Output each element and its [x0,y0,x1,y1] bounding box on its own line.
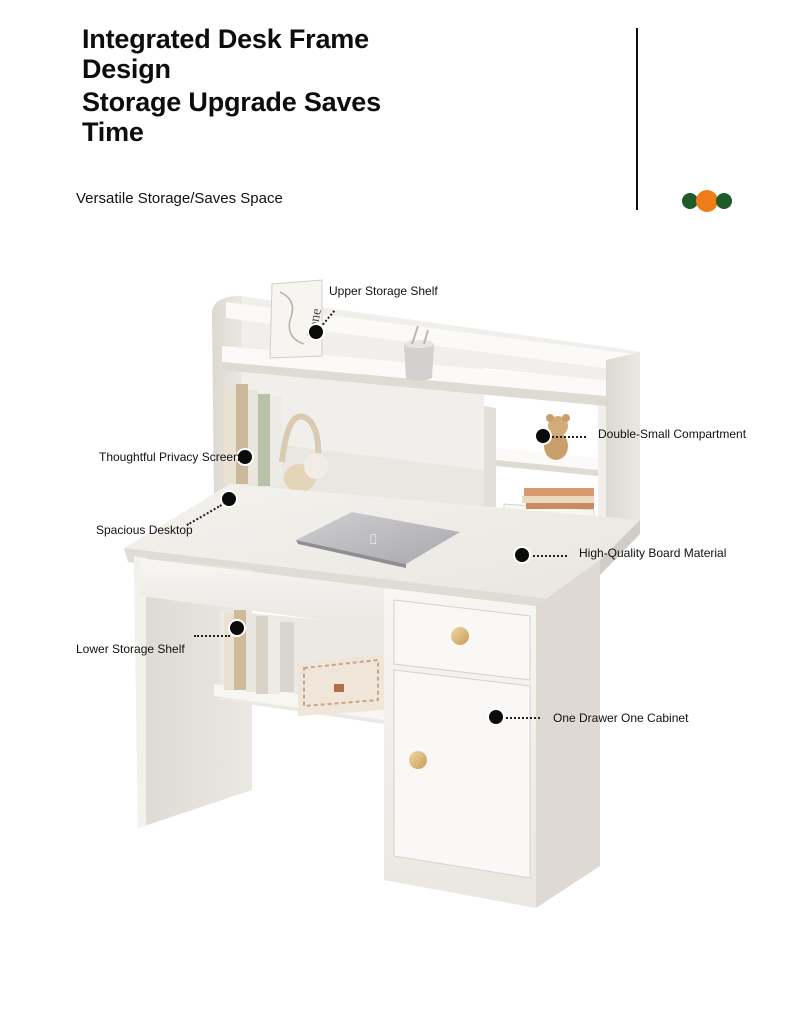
callout-thoughtful-privacy-screen: Thoughtful Privacy Screen [99,450,240,464]
cabinet-knob [409,751,427,769]
hotspot-board-material[interactable] [515,548,529,562]
leader-board-material [533,555,567,557]
hotspot-drawer-cabinet[interactable] [489,710,503,724]
callout-high-quality-board-material: High-Quality Board Material [579,546,727,560]
callout-double-small-compartment: Double-Small Compartment [598,427,747,441]
divider-line [636,28,638,210]
subtitle: Versatile Storage/Saves Space [76,190,283,207]
drawer-knob [451,627,469,645]
apple-logo-icon:  [370,532,377,545]
title-line-1: Integrated Desk Frame Design [82,24,369,84]
keyboard-tray [140,558,384,628]
green-dot-left [682,193,698,209]
hotspot-privacy-screen[interactable] [238,450,252,464]
cabinet-unit [384,560,600,908]
hotspot-double-compartment[interactable] [536,429,550,443]
title-line-2: Storage Upgrade Saves Time [82,87,381,147]
shelf-books [224,384,282,486]
brand-dots [682,190,734,212]
hotspot-upper-shelf[interactable] [309,325,323,339]
orange-dot [696,190,718,212]
hotspot-spacious-desktop[interactable] [222,492,236,506]
callout-lower-storage-shelf: Lower Storage Shelf [76,642,185,656]
lower-shelf [214,610,384,724]
headphones [279,413,328,492]
green-dot-right [716,193,732,209]
callout-upper-storage-shelf: Upper Storage Shelf [329,284,438,298]
callout-one-drawer-one-cabinet: One Drawer One Cabinet [553,711,689,725]
leader-drawer-cabinet [506,717,540,719]
pen-cup [404,325,434,381]
bear-figurine [544,414,570,460]
laptop:  [296,512,460,568]
callout-spacious-desktop: Spacious Desktop [96,523,193,537]
top-book: Lone [269,279,325,359]
hotspot-lower-shelf[interactable] [230,621,244,635]
leader-lower-shelf [194,635,230,637]
leader-double-compartment [552,436,586,438]
